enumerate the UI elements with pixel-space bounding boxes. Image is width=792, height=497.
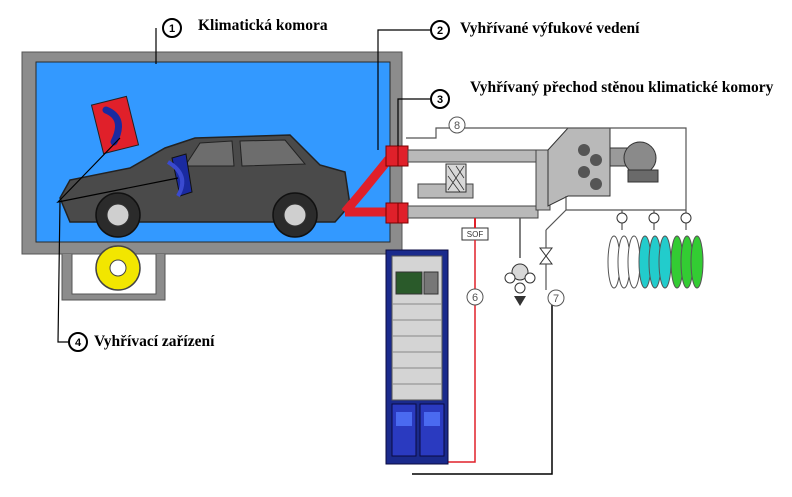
marker-8: 8 <box>448 116 466 134</box>
heating-device-upper <box>90 95 140 155</box>
heating-device-lower <box>166 153 193 197</box>
blower <box>623 141 657 175</box>
vehicle <box>59 134 351 238</box>
svg-text:1: 1 <box>169 23 175 35</box>
label-heated-wall-transition: Vyhřívaný přechod stěnou klimatické komo… <box>470 79 774 96</box>
sample-bags-white <box>607 235 641 289</box>
marker-1: 1 <box>162 18 182 38</box>
cvs-venturi <box>547 127 611 207</box>
svg-text:7: 7 <box>553 293 559 305</box>
heated-wall-transition <box>397 145 409 167</box>
svg-text:6: 6 <box>472 292 478 304</box>
heating-device-leader <box>56 137 179 203</box>
marker-3: 3 <box>430 89 450 109</box>
svg-text:8: 8 <box>454 120 460 132</box>
marker-7: 7 <box>547 289 565 307</box>
svg-text:3: 3 <box>437 94 443 106</box>
dilution-tunnel-upper <box>407 149 549 163</box>
sof-label: SOF <box>467 230 484 239</box>
analyzer-cabinet <box>385 249 449 465</box>
dilution-tunnel-lower <box>407 205 539 219</box>
dilution-system <box>406 127 704 306</box>
label-heating-device: Vyhřívací zařízení <box>94 333 215 350</box>
label-heated-exhaust-line: Vyhřívané výfukové vedení <box>460 20 640 37</box>
sample-bags-green <box>670 235 704 289</box>
marker-2: 2 <box>430 20 450 40</box>
svg-text:4: 4 <box>75 337 82 349</box>
marker-6: 6 <box>466 288 484 306</box>
svg-text:2: 2 <box>437 25 443 37</box>
marker-4: 4 <box>68 332 88 352</box>
sample-bags-cyan <box>638 235 672 289</box>
label-climatic-chamber: Klimatická komora <box>198 17 328 34</box>
gas-sample-line <box>412 296 553 475</box>
analyzer-display <box>395 271 423 295</box>
